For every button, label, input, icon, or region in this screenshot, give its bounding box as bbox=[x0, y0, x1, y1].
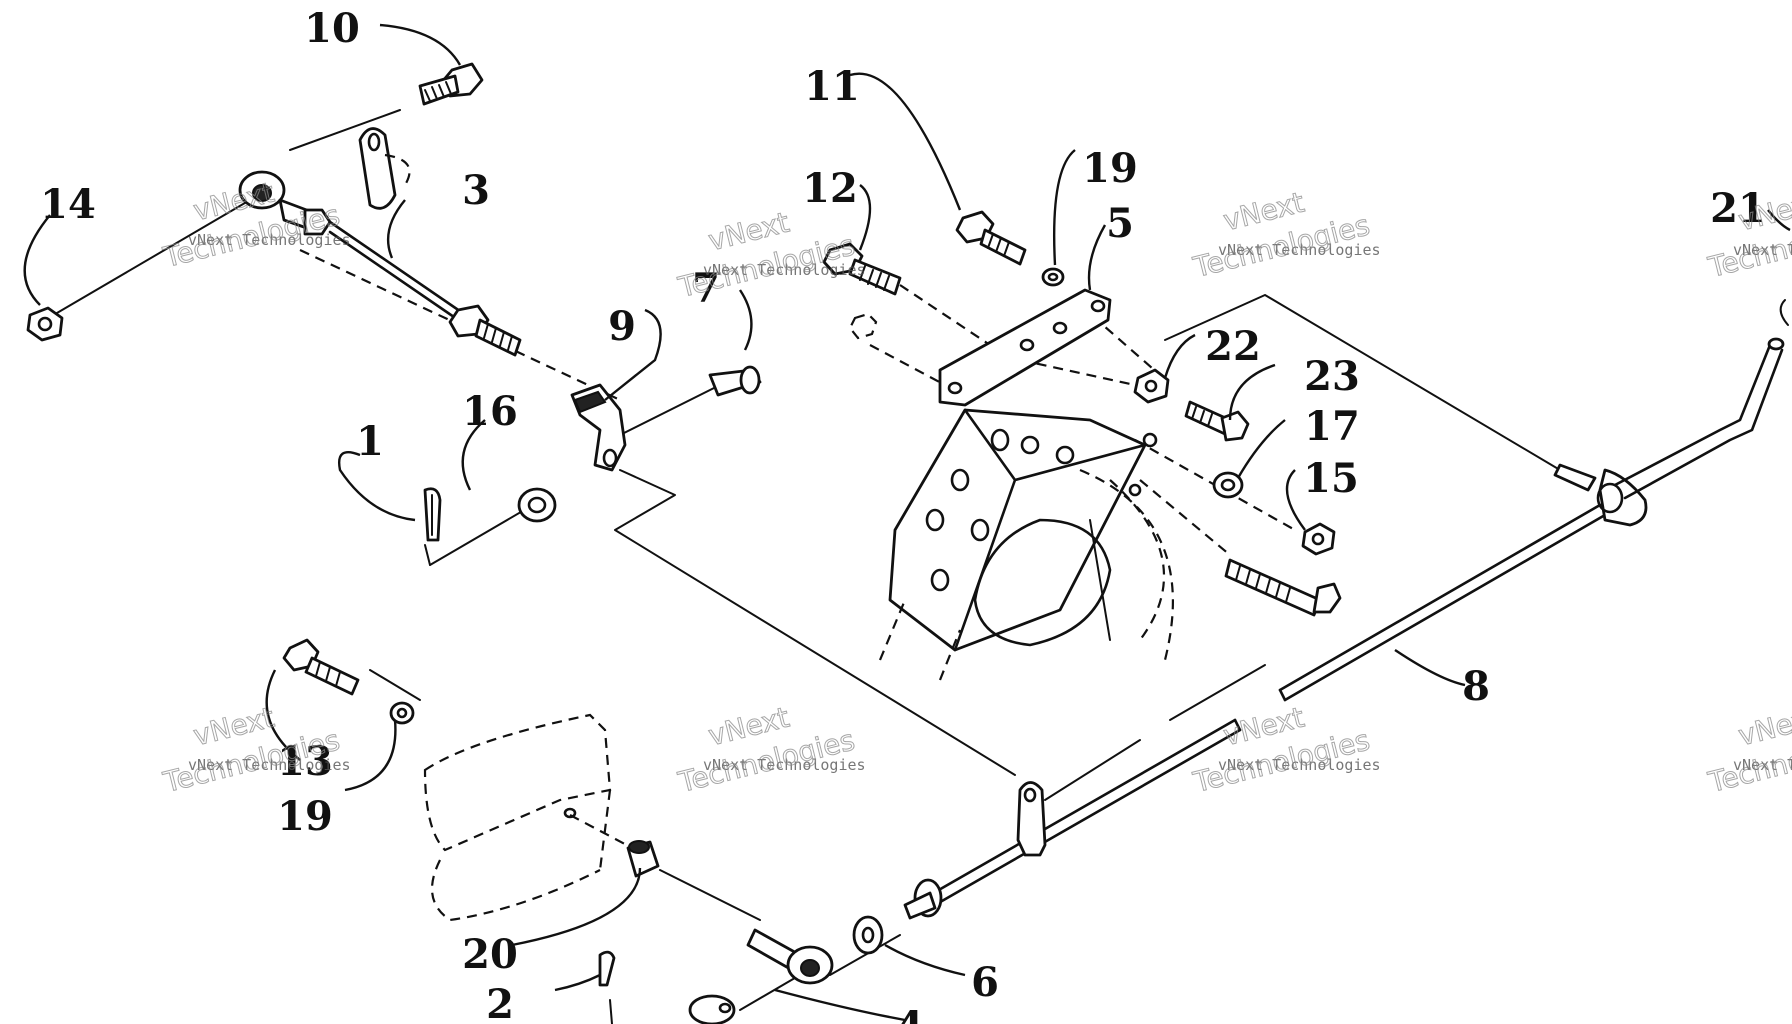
callout-15: 15 bbox=[1303, 455, 1359, 502]
nut-14 bbox=[26, 306, 64, 342]
callout-12: 12 bbox=[802, 165, 858, 212]
lock-washer-19-top bbox=[1041, 267, 1065, 287]
callout-14: 14 bbox=[40, 181, 96, 228]
callout-22: 22 bbox=[1205, 323, 1261, 370]
watermark-tl: vNext vNext Technologies Technologies bbox=[159, 175, 351, 275]
spacer-20 bbox=[626, 840, 660, 878]
bracket-5 bbox=[938, 288, 1112, 407]
shaft-arm-21 bbox=[1553, 299, 1789, 527]
callout-8: 8 bbox=[1462, 663, 1490, 710]
callout-19-bottom: 19 bbox=[277, 793, 333, 840]
watermark-bc: vNext vNext Technologies Technologies bbox=[674, 700, 866, 800]
nut-15 bbox=[1301, 522, 1336, 556]
callout-6: 6 bbox=[971, 959, 999, 1006]
svg-text:vNext Technologies: vNext Technologies bbox=[1733, 241, 1792, 259]
shaft-8 bbox=[928, 503, 1607, 907]
small-nut bbox=[848, 312, 878, 340]
svg-text:vNext Technologies: vNext Technologies bbox=[703, 261, 866, 279]
svg-text:vNext Technologies: vNext Technologies bbox=[188, 231, 351, 249]
callout-leaders bbox=[23, 23, 1791, 1022]
mount-housing bbox=[878, 408, 1174, 681]
callout-19-top: 19 bbox=[1082, 145, 1138, 192]
bolt-10 bbox=[418, 62, 484, 106]
washer-6 bbox=[852, 915, 884, 955]
callout-5: 5 bbox=[1106, 200, 1134, 247]
lock-washer-19-bottom bbox=[389, 701, 415, 725]
svg-text:vNext Technologies: vNext Technologies bbox=[1218, 241, 1381, 259]
watermark-br: vNext vNext Technologies Technologies bbox=[1189, 700, 1381, 800]
callout-7: 7 bbox=[692, 265, 720, 312]
long-bolt bbox=[1224, 558, 1342, 617]
callout-16: 16 bbox=[462, 388, 518, 435]
callout-9: 9 bbox=[608, 303, 636, 350]
callout-13: 13 bbox=[277, 738, 333, 785]
pin-7 bbox=[708, 365, 762, 397]
svg-text:vNext Technologies: vNext Technologies bbox=[188, 756, 351, 774]
callout-21: 21 bbox=[1710, 185, 1766, 232]
bracket-ear bbox=[358, 127, 411, 210]
callout-11: 11 bbox=[804, 63, 860, 110]
rod-end-4 bbox=[688, 928, 834, 1024]
lever-9 bbox=[570, 383, 627, 472]
callout-labels: 10 3 14 1 16 9 7 11 12 19 5 22 23 17 15 … bbox=[40, 5, 1766, 1024]
callout-23: 23 bbox=[1304, 353, 1360, 400]
shroud-outline bbox=[423, 713, 612, 922]
callout-2: 2 bbox=[486, 981, 514, 1024]
washer-16 bbox=[517, 487, 557, 523]
callout-20: 20 bbox=[462, 931, 518, 978]
cotter-pin-2 bbox=[598, 950, 616, 987]
callout-17: 17 bbox=[1304, 403, 1360, 450]
svg-text:vNext Technologies: vNext Technologies bbox=[703, 756, 866, 774]
callout-10: 10 bbox=[304, 5, 360, 52]
watermark-tr: vNext vNext Technologies Technologies bbox=[1189, 185, 1381, 285]
svg-text:vNext: vNext bbox=[1735, 701, 1792, 753]
bolt-11 bbox=[955, 210, 1027, 266]
nut-22 bbox=[1133, 368, 1170, 404]
svg-text:vNext Technologies: vNext Technologies bbox=[1733, 756, 1792, 774]
svg-text:vNext Technologies: vNext Technologies bbox=[1218, 756, 1381, 774]
cotter-pin-1 bbox=[423, 487, 442, 542]
linkage-rod-3 bbox=[238, 170, 522, 357]
callout-4: 4 bbox=[896, 1003, 924, 1024]
shaft-crank bbox=[903, 781, 1047, 920]
callout-3: 3 bbox=[462, 167, 490, 214]
watermark-far-right-bottom: vNext vNext Technologies Technologies bbox=[1704, 700, 1792, 800]
callout-1: 1 bbox=[356, 418, 384, 465]
washer-17 bbox=[1212, 471, 1244, 499]
bolt-23 bbox=[1184, 400, 1250, 442]
bolt-13 bbox=[282, 638, 360, 696]
bolt-12 bbox=[822, 242, 902, 296]
